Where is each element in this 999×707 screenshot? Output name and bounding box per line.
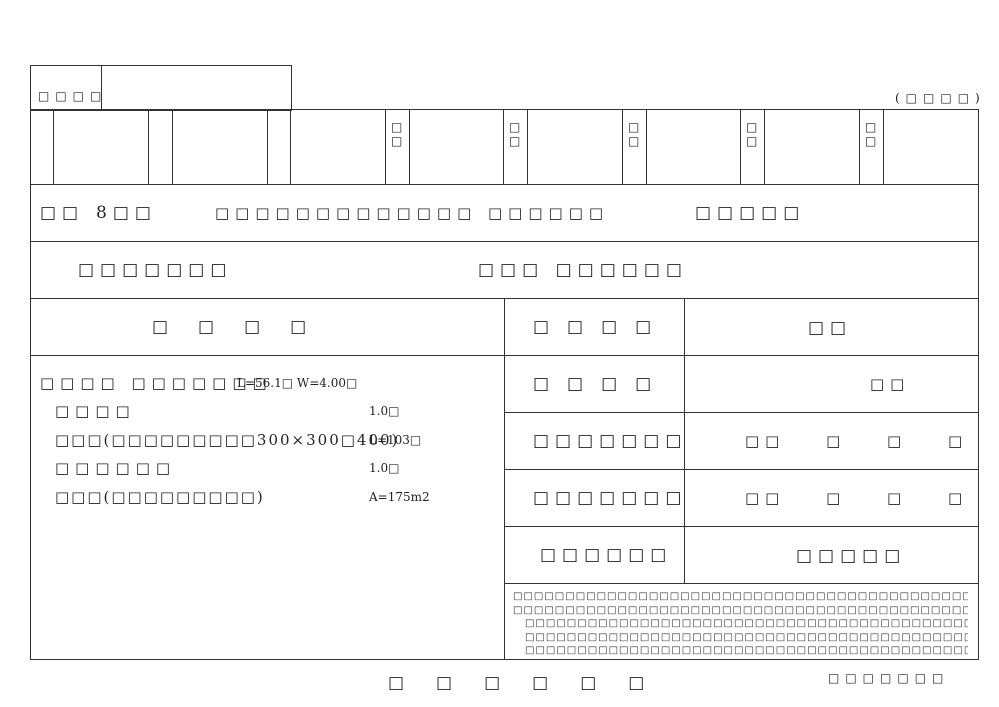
panel-divider	[504, 298, 505, 660]
top-right-note: (□□□□)	[895, 91, 986, 105]
list-item-value: L=103□	[369, 433, 422, 447]
note-line: □□□□□□□□□□□□□□□□□□□□□□□□□□□□□□□□□□□□□□□□…	[513, 591, 968, 602]
note-line: □□□□□□□□□□□□□□□□□□□□□□□□□□□□□□□□□□□□□□□□…	[525, 631, 968, 643]
rule-right-3	[504, 469, 979, 470]
notes-block: □□□□□□□□□□□□□□□□□□□□□□□□□□□□□□□□□□□□□□□□…	[513, 590, 968, 658]
rule-left-header	[30, 355, 505, 356]
project-title: □□□□□□□□□□□□□ □□□□□□	[215, 204, 610, 222]
left-panel-header: □□□□	[152, 317, 337, 337]
list-item: □□□(□□□□□□□□□300×300□400)	[55, 431, 400, 449]
footer-right: □□□□□□□	[828, 671, 950, 685]
list-item: □□□□□□	[55, 459, 177, 477]
stamp-mark-1: □□	[391, 120, 403, 148]
footer-center: □□□□□□	[388, 673, 677, 693]
label-box-divider	[101, 65, 102, 110]
right-row-value: □□ □ □ □	[745, 432, 969, 450]
right-row-label: □□□□□□□	[533, 431, 688, 451]
list-item: □□□□ □□□□□□□	[40, 374, 273, 392]
location-left: □□□□□□□	[78, 260, 233, 280]
right-row-value: □□	[870, 375, 911, 393]
right-row-value: □□	[808, 318, 853, 338]
title-right-text: □□□□□	[695, 203, 806, 223]
right-row-label: □□□□□□	[540, 545, 673, 565]
right-row-label: □□□□	[533, 374, 670, 394]
right-row-value: □□ □ □ □	[745, 489, 969, 507]
stamp-mark-3: □□	[628, 120, 640, 148]
label-box-text: □□□□	[38, 89, 108, 103]
stamp-mark-2: □□	[509, 120, 521, 148]
title-number: 8□□	[96, 203, 157, 223]
list-item-value: L=56.1□ W=4.00□	[237, 376, 358, 390]
rule-title-top	[30, 184, 979, 185]
right-panel-divider	[684, 298, 685, 584]
location-right: □□□ □□□□□□	[478, 260, 688, 280]
list-item: □□□□	[55, 402, 136, 420]
stamp-mark-5: □□	[865, 120, 877, 148]
list-item-value: A=175m2	[369, 490, 430, 504]
note-line: □□□□□□□□□□□□□□□□□□□□□□□□□□□□□□□□□□□□□□□□…	[513, 604, 968, 616]
list-item-value: 1.0□	[369, 461, 400, 475]
list-item: □□□(□□□□□□□□□)	[55, 488, 265, 506]
rule-right-2	[504, 412, 979, 413]
rule-location-top	[30, 241, 979, 242]
rule-right-4	[504, 526, 979, 527]
rule-right-5	[504, 583, 979, 584]
right-row-label: □□□□	[533, 317, 670, 337]
title-prefix: □□	[40, 203, 85, 223]
note-line: □□□□□□□□□□□□□□□□□□□□□□□□□□□□□□□□□□□□□□□□…	[525, 645, 968, 656]
right-row-value: □□□□□	[796, 546, 907, 566]
stamp-mark-4: □□	[746, 120, 758, 148]
rule-right-1	[504, 355, 979, 356]
label-box	[30, 65, 292, 111]
right-row-label: □□□□□□□	[533, 488, 688, 508]
list-item-value: 1.0□	[369, 404, 400, 418]
note-line: □□□□□□□□□□□□□□□□□□□□□□□□□□□□□□□□□□□□□□□□…	[525, 618, 968, 629]
